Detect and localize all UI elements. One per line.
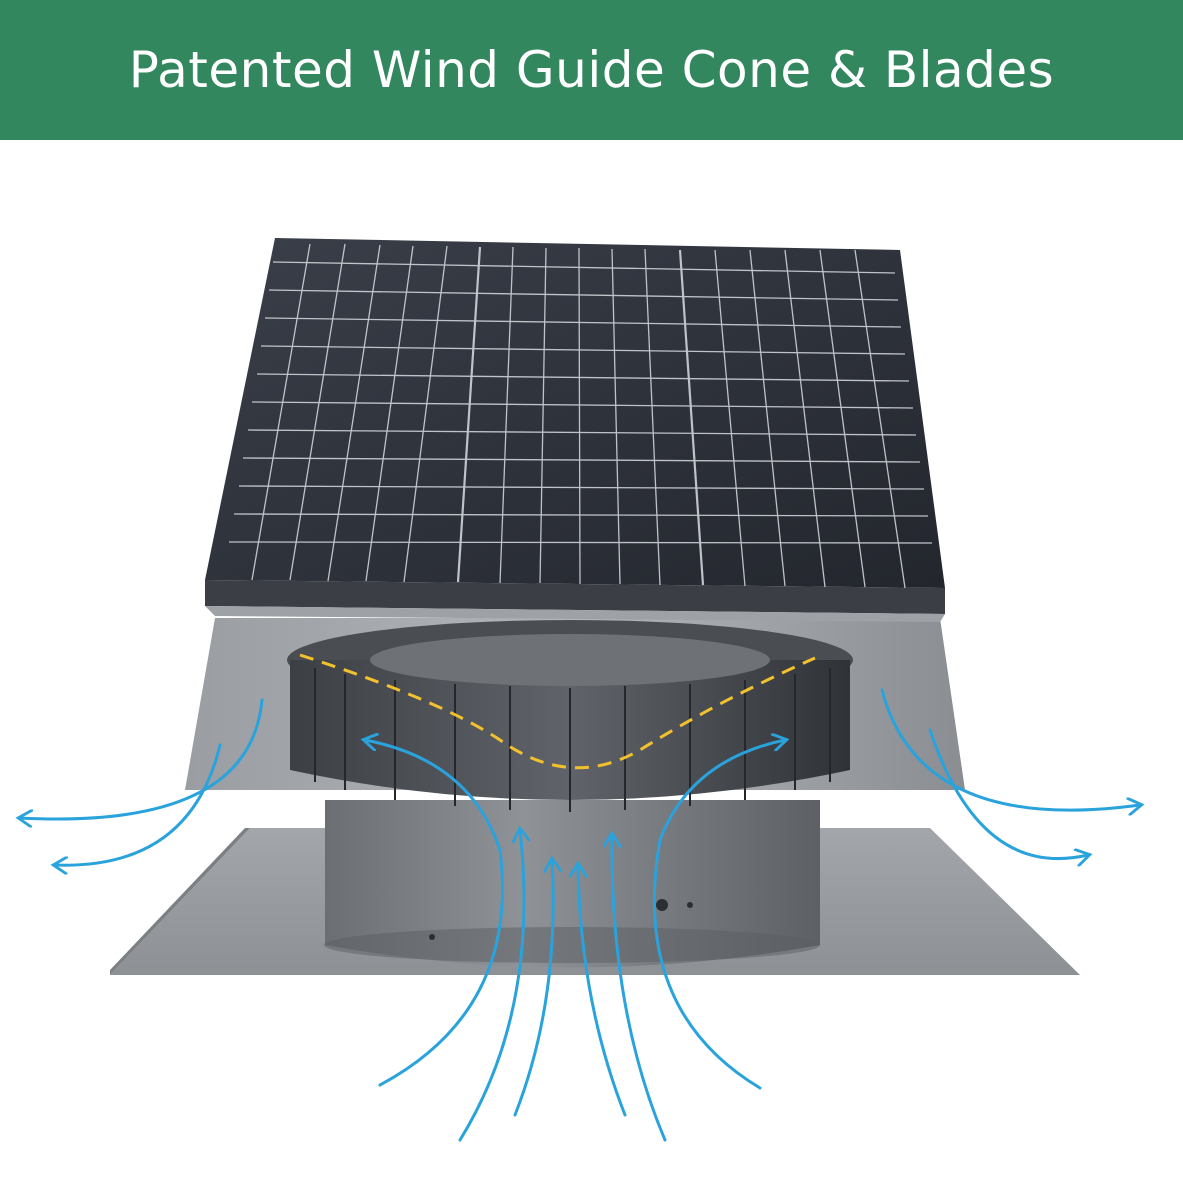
product-illustration	[0, 238, 1183, 1142]
banner-title: Patented Wind Guide Cone & Blades	[128, 41, 1055, 99]
base-cylinder	[325, 800, 820, 968]
airflow-arrows	[20, 688, 1140, 1142]
blade-path-curve	[299, 653, 816, 770]
title-banner: Patented Wind Guide Cone & Blades	[0, 0, 1183, 140]
solar-panel	[205, 238, 945, 622]
fan-blades	[287, 620, 853, 812]
